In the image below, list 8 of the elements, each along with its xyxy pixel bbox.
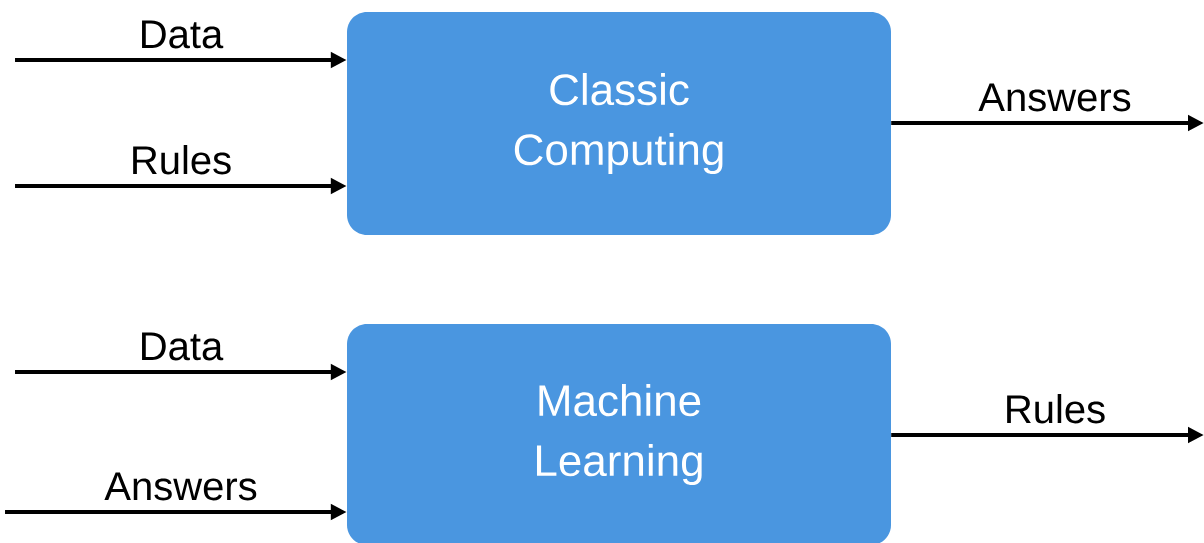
edge-label: Data bbox=[142, 332, 224, 361]
edge-label: Answers bbox=[104, 472, 257, 501]
process-box: Machine Learning bbox=[347, 324, 891, 543]
edge-label: Rules bbox=[1007, 394, 1105, 424]
edge-label: Answers bbox=[978, 83, 1131, 112]
process-box: Classic Computing bbox=[347, 12, 891, 235]
edge-label: Data bbox=[142, 20, 224, 49]
edge-label: Rules bbox=[133, 145, 231, 175]
